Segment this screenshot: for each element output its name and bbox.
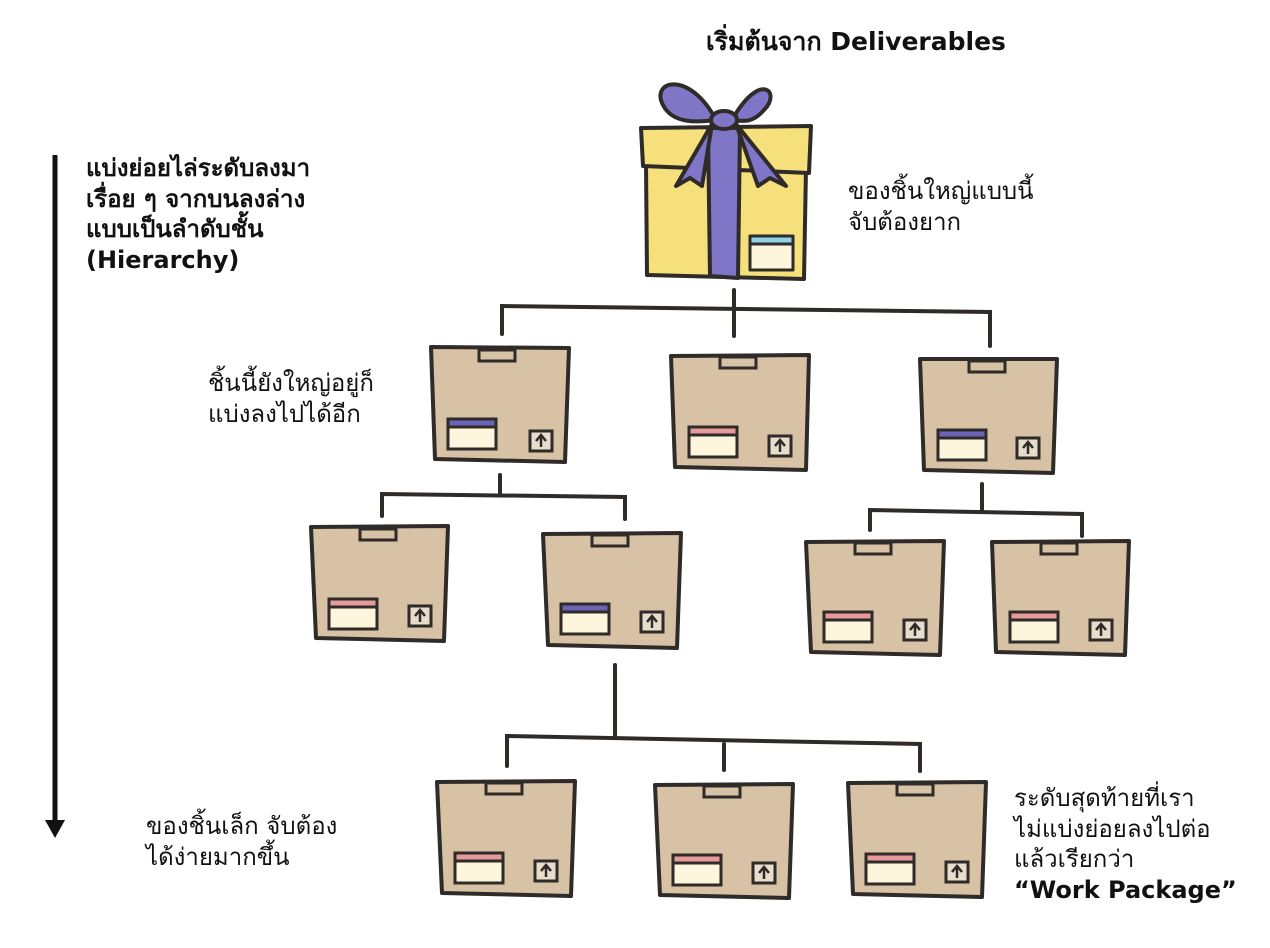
gift-note-line: จับต้องยาก <box>848 207 962 236</box>
diagram-title: เริ่มต้นจาก Deliverables <box>706 27 1006 56</box>
box-level1-c <box>918 357 1059 475</box>
hierarchy-note-line: แบบเป็นลำดับชั้น <box>86 215 264 244</box>
hierarchy-note-line: แบ่งย่อยไล่ระดับลงมา <box>86 154 311 182</box>
work-package-label: “Work Package” <box>1014 876 1237 905</box>
small-items-note: ของชิ้นเล็ก จับต้อง ได้ง่ายมากขึ้น <box>146 811 337 872</box>
work-package-box-c <box>846 780 988 899</box>
hierarchy-note: แบ่งย่อยไล่ระดับลงมา เรื่อย ๆ จากบนลงล่า… <box>86 153 310 276</box>
level1-note-line: แบ่งลงไปได้อีก <box>208 399 361 428</box>
work-package-note-line: ไม่แบ่งย่อยลงไปต่อ <box>1014 814 1211 843</box>
work-package-box-a <box>435 779 577 898</box>
box-level1-b <box>669 353 811 472</box>
small-items-note-line: ของชิ้นเล็ก จับต้อง <box>146 812 338 840</box>
deliverables-gift-icon <box>639 82 813 281</box>
work-package-note-line: ระดับสุดท้ายที่เรา <box>1014 784 1195 812</box>
gift-note: ของชิ้นใหญ่แบบนี้ จับต้องยาก <box>848 176 1034 237</box>
hierarchy-arrow <box>45 155 65 838</box>
level1-note-line: ชิ้นนี้ยังใหญ่อยู่ก็ <box>208 369 374 397</box>
level1-note: ชิ้นนี้ยังใหญ่อยู่ก็ แบ่งลงไปได้อีก <box>208 368 374 429</box>
box-level1-a <box>429 345 571 464</box>
box-level2-c <box>804 539 946 657</box>
work-package-note-line: แล้วเรียกว่า <box>1014 845 1135 874</box>
work-package-box-b <box>653 782 795 900</box>
hierarchy-note-line: (Hierarchy) <box>86 246 240 275</box>
box-level2-d <box>990 539 1131 657</box>
work-package-note: ระดับสุดท้ายที่เรา ไม่แบ่งย่อยลงไปต่อ แล… <box>1014 783 1237 906</box>
gift-note-line: ของชิ้นใหญ่แบบนี้ <box>848 177 1034 205</box>
small-items-note-line: ได้ง่ายมากขึ้น <box>146 842 290 871</box>
connector-lines <box>380 288 1084 773</box>
hierarchy-note-line: เรื่อย ๆ จากบนลงล่าง <box>86 184 306 213</box>
box-level2-b <box>541 531 683 650</box>
box-level2-a <box>309 524 450 643</box>
